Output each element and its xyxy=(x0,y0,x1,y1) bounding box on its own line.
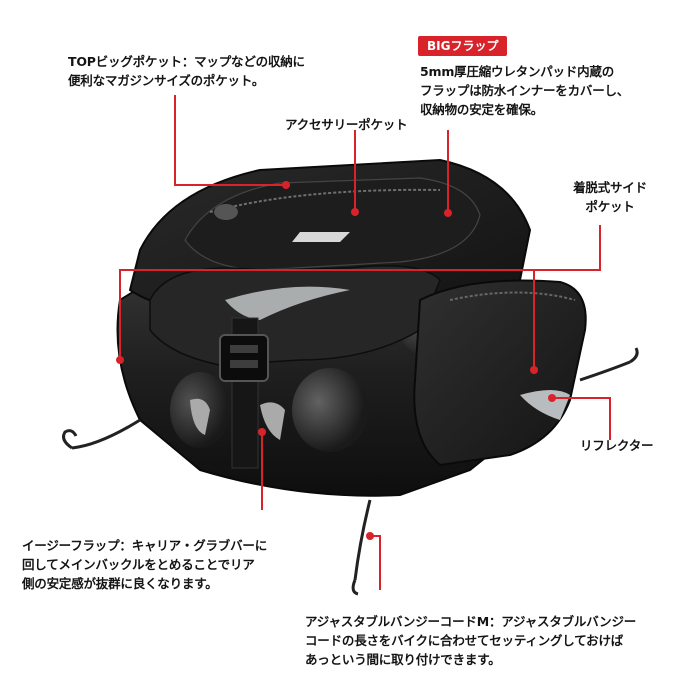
bungee-cord-bottom xyxy=(353,499,372,581)
front-reflector xyxy=(225,286,350,320)
brand-logo xyxy=(292,232,350,242)
bungee-cord-left xyxy=(71,418,141,450)
big-flap-description: 5mm厚圧縮ウレタンパッド内蔵の フラップは防水インナーをカバーし、 収納物の安… xyxy=(420,64,630,117)
callout-lines xyxy=(119,95,611,590)
main-buckle xyxy=(219,334,269,382)
easy-flap-label: イージーフラップ：キャリア・グラブバーに 回してメインバックルをとめることでリア… xyxy=(22,538,268,591)
bungee-cord-label: アジャスタブルバンジーコードM：アジャスタブルバンジー コードの長さをバイクに合… xyxy=(305,614,637,667)
big-flap-badge: BIGフラップ xyxy=(418,36,508,56)
reflector-label: リフレクター xyxy=(580,438,654,453)
callout-dots xyxy=(116,181,556,540)
top-pocket xyxy=(184,177,481,271)
top-pocket-label: TOPビッグポケット：マップなどの収納に 便利なマガジンサイズのポケット。 xyxy=(68,54,305,88)
accessory-pocket-label: アクセサリーポケット xyxy=(285,117,408,132)
side-pocket-label: 着脱式サイド ポケット xyxy=(573,180,647,214)
side-pocket xyxy=(413,279,587,467)
inner-shine xyxy=(292,368,368,452)
bungee-cord-right xyxy=(579,360,631,382)
